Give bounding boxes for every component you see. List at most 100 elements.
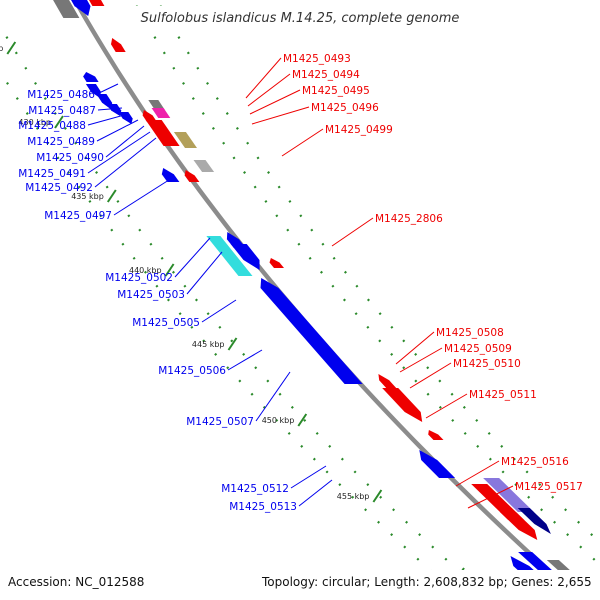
gene-block: [471, 484, 525, 520]
gene-arrow-reverse: [378, 374, 397, 388]
gene-arrow-forward: [161, 168, 180, 182]
gene-block: [206, 236, 253, 276]
scale-tick-label: 430 kbp: [18, 118, 51, 127]
accession-text: Accession: NC_012588: [8, 575, 144, 589]
gene-features: [53, 0, 600, 600]
label-leader-line: [227, 349, 263, 371]
gene-label-right: M1425_0508: [436, 327, 504, 339]
gene-label-left: M1425_0486: [27, 89, 95, 101]
gene-arrow-forward: [71, 0, 91, 16]
gene-label-left: M1425_0507: [186, 416, 254, 428]
gene-label-right: M1425_0496: [311, 102, 379, 114]
gene-label-right: M1425_0511: [469, 389, 537, 401]
gene-block: [173, 132, 197, 148]
gene-label-left: M1425_0492: [25, 182, 93, 194]
gene-arrow-forward: [260, 278, 363, 384]
label-leader-line: [174, 237, 211, 278]
gene-arrow-forward: [106, 104, 122, 116]
label-leader-line: [94, 137, 157, 188]
label-leader-line: [395, 331, 435, 365]
gene-block: [193, 160, 215, 172]
gene-label-left: M1425_0512: [221, 483, 289, 495]
label-leader-line: [247, 73, 291, 107]
label-leader-line: [281, 128, 324, 157]
scale-tick-label: 425 kbp: [0, 44, 3, 53]
label-leader-line: [249, 89, 301, 115]
gene-arrow-reverse: [111, 38, 126, 52]
label-leader-line: [96, 119, 139, 142]
label-leader-line: [97, 107, 123, 111]
label-leader-line: [298, 479, 333, 507]
label-leader-line: [245, 57, 282, 99]
scale-tick-mark: [54, 115, 64, 129]
gene-label-left: M1425_0490: [36, 152, 104, 164]
scale-tick-label: 435 kbp: [71, 192, 104, 201]
gene-block: [53, 0, 80, 18]
scale-tick-label: 445 kbp: [192, 340, 225, 349]
label-leader-line: [455, 460, 500, 487]
label-leader-line: [87, 131, 151, 174]
scale-tick-label: 450 kbp: [262, 416, 295, 425]
label-leader-line: [409, 362, 452, 389]
gene-label-left: M1425_0513: [229, 501, 297, 513]
footer-backdrop: [0, 570, 600, 600]
gene-block: [145, 120, 180, 146]
scale-tick-mark: [6, 41, 17, 55]
gene-label-right: M1425_0510: [453, 358, 521, 370]
gene-arrow-reverse: [428, 430, 444, 440]
label-leader-line: [87, 113, 129, 126]
label-leader-line: [255, 371, 291, 422]
scale-tick-mark: [297, 413, 308, 427]
gene-labels: M1425_0486M1425_0487M1425_0488M1425_0489…: [18, 53, 583, 513]
gene-arrow-reverse: [142, 110, 157, 122]
gene-arrow-reverse: [499, 512, 538, 540]
dotted-guide: [155, 0, 600, 545]
gene-block: [148, 100, 165, 110]
label-leader-line: [331, 217, 374, 247]
gene-label-left: M1425_0502: [105, 272, 173, 284]
gene-label-left: M1425_0505: [132, 317, 200, 329]
gene-label-left: M1425_0487: [28, 105, 96, 117]
scale-tick-label: 440 kbp: [129, 266, 162, 275]
gene-label-right: M1425_2806: [375, 213, 443, 225]
label-leader-line: [201, 299, 237, 323]
dotted-guide: [0, 23, 493, 600]
label-leader-line: [399, 347, 443, 373]
label-leader-line: [425, 393, 468, 419]
gene-label-left: M1425_0506: [158, 365, 226, 377]
dotted-guide: [131, 0, 600, 567]
gene-arrow-forward: [83, 72, 99, 82]
gene-label-left: M1425_0488: [18, 120, 86, 132]
label-leader-line: [113, 177, 173, 216]
dotted-guide: [0, 69, 465, 600]
gene-label-right: M1425_0493: [283, 53, 351, 65]
label-leader-line: [251, 106, 310, 125]
gene-label-right: M1425_0509: [444, 343, 512, 355]
gene-arrow-forward: [118, 112, 133, 124]
gene-label-right: M1425_0517: [515, 481, 583, 493]
topology-text: Topology: circular; Length: 2,608,832 bp…: [261, 575, 592, 589]
gene-arrow-reverse: [184, 170, 200, 182]
gene-label-left: M1425_0491: [18, 168, 86, 180]
gene-label-right: M1425_0495: [302, 85, 370, 97]
label-leader-line: [96, 83, 119, 95]
gene-block: [89, 0, 105, 6]
gene-label-left: M1425_0497: [44, 210, 112, 222]
scale-tick-mark: [106, 189, 117, 203]
scale-tick-mark: [164, 263, 175, 277]
gene-arrow-forward: [517, 508, 551, 534]
gene-arrow-reverse: [382, 388, 423, 422]
gene-block: [483, 478, 534, 512]
label-leader-line: [467, 485, 514, 509]
gene-arrow-forward: [96, 94, 113, 110]
gene-arrow-reverse: [269, 258, 284, 268]
gene-arrow-forward: [419, 450, 456, 478]
title-backdrop: [126, 6, 474, 28]
gene-arrow-forward: [230, 244, 260, 270]
label-leader-line: [105, 125, 145, 158]
scale-tick-label: 455 kbp: [337, 492, 370, 501]
gene-label-left: M1425_0489: [27, 136, 95, 148]
gene-label-right: M1425_0516: [501, 456, 569, 468]
gene-label-right: M1425_0494: [292, 69, 360, 81]
